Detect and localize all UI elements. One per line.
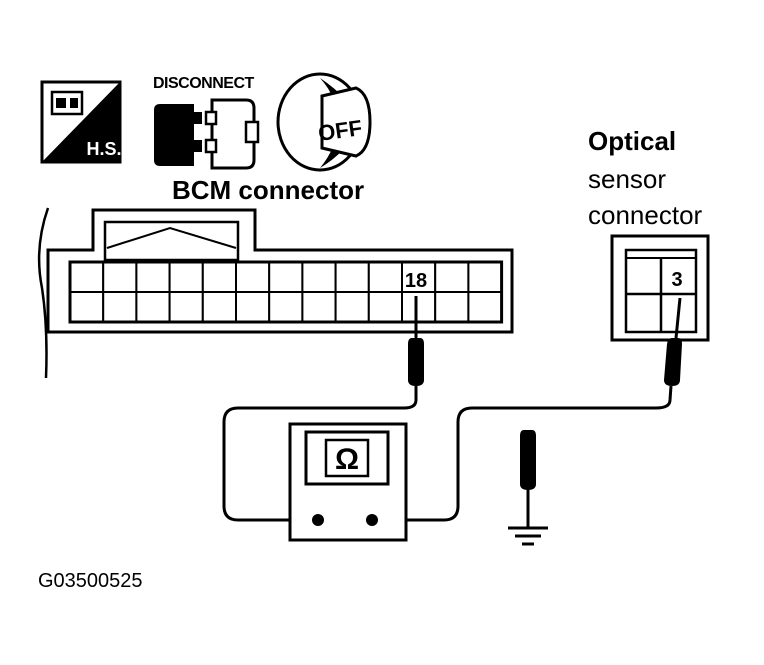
bcm-pin-cavity [102,291,138,323]
bcm-pin-cavity [235,291,271,323]
bcm-pin-cavity [69,261,105,293]
probe-bcm-pin-18 [408,296,424,400]
bcm-pin-18-label: 18 [405,270,427,292]
ohm-symbol: Ω [335,443,359,476]
bcm-pin-cavity [69,291,105,323]
optical-sensor-connector: 3 [610,234,710,342]
bcm-pin-cavity [301,261,337,293]
bcm-pin-grid [68,260,504,324]
bcm-pin-cavity [367,261,403,293]
bcm-pin-cavity [434,261,470,293]
bcm-connector: 18 [37,207,514,379]
optical-pin-3-label: 3 [671,269,682,291]
bcm-pin-cavity [201,291,238,323]
bcm-pin-cavity [135,261,171,293]
lead-wire-bcm [222,399,418,522]
bcm-pin-cavity [434,291,470,323]
lead-wire-optical [372,399,672,522]
bcm-pin-cavity [201,261,238,293]
ground-icon [508,526,548,546]
bcm-pin-cavity [268,291,304,323]
off-label: OFF [317,115,364,146]
bcm-pin-cavity [301,291,337,323]
bcm-pin-cavity [135,291,171,323]
bcm-pin-cavity [334,261,370,293]
bcm-pin-cavity [168,261,204,293]
bcm-grid-border [68,260,504,324]
bcm-pin-cavity [467,261,503,293]
figure-id: G03500525 [38,570,143,592]
bcm-pin-cavity [467,291,503,323]
optical-title-line3: connector [588,200,703,230]
optical-title-line2: sensor [588,164,666,194]
probe-optical-pin-3 [664,297,682,401]
ground-probe [520,430,536,528]
bcm-pin-cavity [367,291,403,323]
disconnect-label: DISCONNECT [153,75,255,92]
hs-icon: H.S. [40,80,122,164]
bcm-pin-cavity [235,261,271,293]
bcm-pin-cavity [168,291,204,323]
bcm-connector-title: BCM connector [172,175,364,205]
meter-terminal-right [366,514,378,526]
meter-terminal-left [312,514,324,526]
bcm-pin-cavity [268,261,304,293]
hs-label: H.S. [86,139,121,159]
ohmmeter: Ω [288,422,408,542]
optical-title-line1: Optical [588,126,676,156]
bcm-pin-cavity [102,261,138,293]
bcm-pin-cavity [401,291,437,323]
disconnect-connector-icon [154,98,260,170]
ignition-off-icon: OFF [276,72,372,172]
bcm-pin-cavity [334,291,370,323]
